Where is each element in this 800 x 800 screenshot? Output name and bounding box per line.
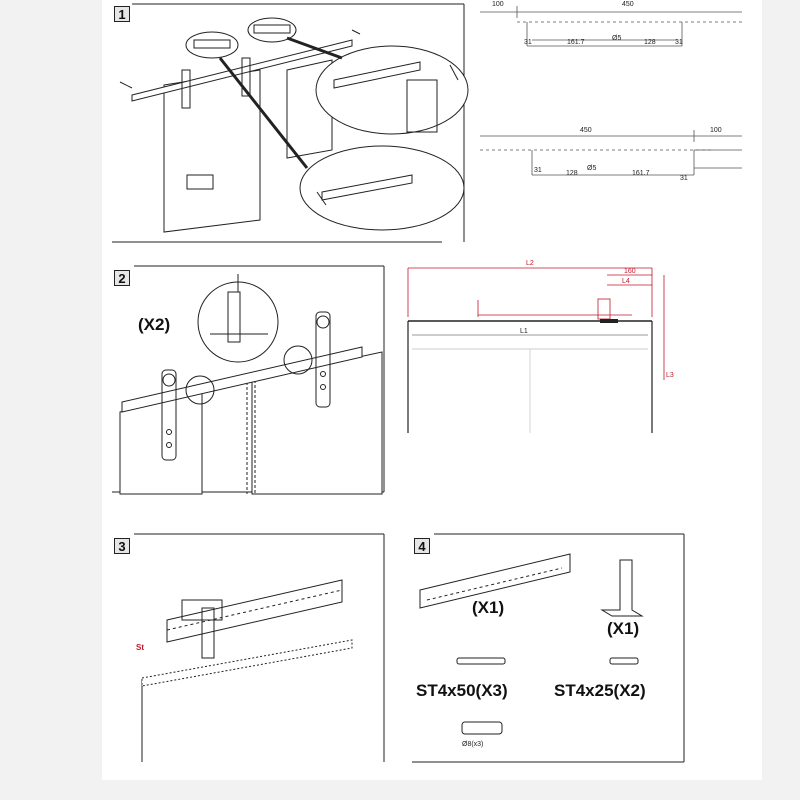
step-3-badge: 3 xyxy=(114,538,130,554)
dim-bottom-d1: 31 xyxy=(534,167,542,174)
dim-top-d2: 161.7 xyxy=(567,39,585,46)
step-2-diagram: (X2) xyxy=(112,265,385,495)
dim-top-d3: Ø5 xyxy=(612,35,621,42)
dim-bottom-d2: 128 xyxy=(566,170,578,177)
step-4-number: 4 xyxy=(418,538,426,554)
dim-top-d4: 128 xyxy=(644,39,656,46)
dim-l1: L1 xyxy=(520,328,528,335)
step-2-qty-label: (X2) xyxy=(138,315,170,334)
dim-bottom-d3: Ø5 xyxy=(587,165,596,172)
dim-l3: L3 xyxy=(666,372,674,379)
step-4-anchor-label: Ø8(x3) xyxy=(462,741,483,748)
step-1-badge: 1 xyxy=(114,6,130,22)
step-1-number: 1 xyxy=(118,6,126,22)
step-4-rail-qty: (X1) xyxy=(472,598,504,617)
dimension-drawing-bottom: 450 100 31 128 Ø5 161.7 31 xyxy=(480,127,742,182)
step-3-number: 3 xyxy=(118,538,126,554)
instruction-sheet: 1 xyxy=(102,0,762,780)
step-4-screw-long: ST4x50(X3) xyxy=(416,681,508,700)
installation-dimension-diagram: L2 L1 L3 L4 160 xyxy=(407,260,674,433)
dimension-drawing-top: 100 450 31 161.7 Ø5 128 31 xyxy=(480,1,742,47)
dim-bottom-top-right: 100 xyxy=(710,127,722,134)
dim-l2: L2 xyxy=(526,260,534,267)
dim-top-d5: 31 xyxy=(675,39,683,46)
step-4-bracket-qty: (X1) xyxy=(607,619,639,638)
step-4-badge: 4 xyxy=(414,538,430,554)
step-4-screw-short: ST4x25(X2) xyxy=(554,681,646,700)
dim-top-right: 450 xyxy=(622,1,634,8)
step-3-diagram: St xyxy=(134,533,385,762)
dim-top-left: 100 xyxy=(492,1,504,8)
dim-l4: L4 xyxy=(622,278,630,285)
dim-bottom-top-left: 450 xyxy=(580,127,592,134)
dim-bottom-d4: 161.7 xyxy=(632,170,650,177)
step-1-diagram xyxy=(112,3,469,243)
dim-bottom-d5: 31 xyxy=(680,175,688,182)
dim-top-d1: 31 xyxy=(524,39,532,46)
step-2-badge: 2 xyxy=(114,270,130,286)
step-2-number: 2 xyxy=(118,270,126,286)
step-4-parts-diagram: (X1) (X1) ST4x50(X3) ST4x25(X2) Ø8(x3) xyxy=(412,533,685,763)
dim-160: 160 xyxy=(624,268,636,275)
step-3-side-label: St xyxy=(136,643,144,652)
